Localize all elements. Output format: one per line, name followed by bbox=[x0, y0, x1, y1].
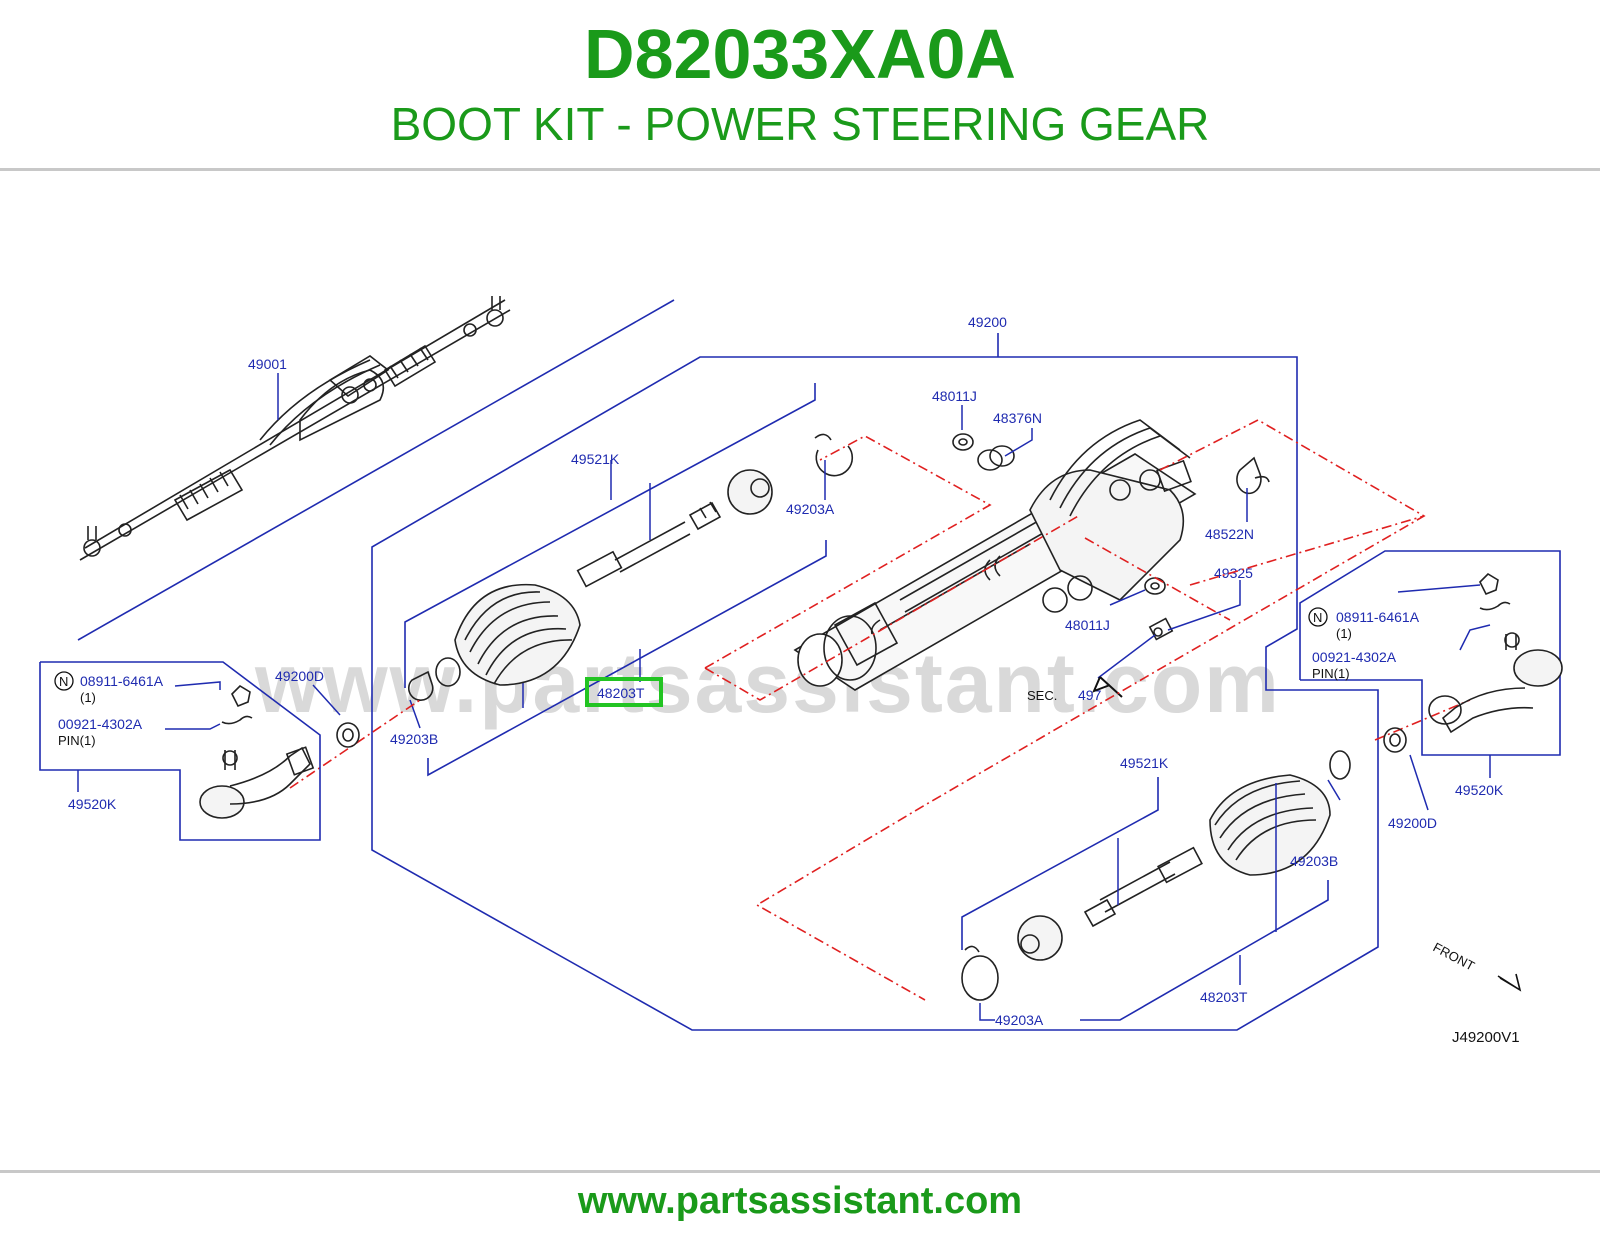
right-tie-rod-end-illustration bbox=[1428, 572, 1563, 734]
kit-48203t-left-bracket bbox=[427, 540, 827, 777]
callout-49203b-right[interactable]: 49203B bbox=[1290, 853, 1338, 869]
callout-48011j-mid[interactable]: 48011J bbox=[1065, 617, 1110, 633]
footer-url[interactable]: www.partsassistant.com bbox=[577, 1180, 1023, 1222]
part-title: BOOT KIT - POWER STEERING GEAR bbox=[390, 98, 1210, 150]
washer-48011j-mid-illustration bbox=[1144, 577, 1166, 595]
n-symbol-left: N bbox=[59, 674, 68, 689]
phantom-dashed-lines bbox=[289, 419, 1471, 1001]
highlight-48203t bbox=[585, 677, 663, 707]
footer-divider bbox=[0, 1170, 1600, 1173]
callout-49325[interactable]: 49325 bbox=[1214, 565, 1253, 581]
diagram-code: J49200V1 bbox=[1452, 1029, 1520, 1046]
right-pin-number[interactable]: 00921-4302A bbox=[1312, 649, 1397, 665]
right-nut-qty: (1) bbox=[1336, 626, 1352, 641]
right-boot-and-tie-rod-illustration bbox=[961, 750, 1351, 1001]
n-symbol-icon-left bbox=[54, 671, 74, 691]
callout-49200d-right[interactable]: 49200D bbox=[1388, 815, 1437, 831]
leader-49203b-right bbox=[1327, 779, 1341, 801]
front-arrow-icon bbox=[1497, 973, 1522, 992]
header-divider bbox=[0, 168, 1600, 171]
nut-49200d-right-illustration bbox=[1383, 727, 1407, 753]
left-pin-number[interactable]: 00921-4302A bbox=[58, 716, 143, 732]
kit-49520k-left-box bbox=[39, 661, 321, 841]
callout-48376n[interactable]: 48376N bbox=[993, 410, 1042, 426]
callout-48203t-right[interactable]: 48203T bbox=[1200, 989, 1248, 1005]
right-box-content: N 08911-6461A (1) 00921-4302A PIN(1) bbox=[1308, 584, 1491, 681]
callout-49203b-left[interactable]: 49203B bbox=[390, 731, 438, 747]
callout-49001[interactable]: 49001 bbox=[248, 356, 287, 372]
leader-48376n bbox=[1004, 428, 1033, 457]
leader-sec-ref bbox=[1097, 634, 1156, 679]
kit-49520k-right-box bbox=[1299, 550, 1561, 756]
callout-49520k-right[interactable]: 49520K bbox=[1455, 782, 1504, 798]
leader-49200d-right bbox=[1409, 754, 1429, 811]
callout-49200[interactable]: 49200 bbox=[968, 314, 1007, 330]
separator-line bbox=[77, 299, 675, 641]
callout-49521k-right[interactable]: 49521K bbox=[1120, 755, 1169, 771]
front-label: FRONT bbox=[1431, 939, 1478, 973]
steering-rack-assembly-illustration bbox=[79, 296, 511, 561]
clip-48522n-illustration bbox=[1236, 456, 1270, 495]
left-box-content: N 08911-6461A (1) 00921-4302A PIN(1) bbox=[54, 671, 221, 748]
left-nut-qty: (1) bbox=[80, 690, 96, 705]
leader-49203a-bottom bbox=[979, 1003, 995, 1021]
callout-49200d-left[interactable]: 49200D bbox=[275, 668, 324, 684]
n-symbol-right: N bbox=[1313, 610, 1322, 625]
left-pin-label: PIN(1) bbox=[58, 733, 96, 748]
left-boot-and-tie-rod-illustration bbox=[407, 433, 854, 701]
watermark-text: www.partsassistant.com bbox=[254, 636, 1281, 730]
callout-49521k-left[interactable]: 49521K bbox=[571, 451, 620, 467]
right-nut-number[interactable]: 08911-6461A bbox=[1336, 609, 1420, 625]
callout-48011j-top[interactable]: 48011J bbox=[932, 388, 977, 404]
nut-49200d-left-illustration bbox=[336, 722, 360, 748]
right-pin-label: PIN(1) bbox=[1312, 666, 1350, 681]
washer-48011j-top-illustration bbox=[952, 433, 974, 451]
gear-housing-illustration bbox=[793, 419, 1197, 691]
callout-49203a-bottom[interactable]: 49203A bbox=[995, 1012, 1044, 1028]
bushing-48376n-illustration bbox=[977, 445, 1015, 471]
callout-48522n[interactable]: 48522N bbox=[1205, 526, 1254, 542]
leader-49203b-left bbox=[409, 699, 421, 729]
kit-48203t-right-bracket bbox=[1080, 880, 1329, 1021]
part-number: D82033XA0A bbox=[584, 15, 1016, 93]
left-nut-number[interactable]: 08911-6461A bbox=[80, 673, 164, 689]
leader-49325 bbox=[1167, 580, 1241, 631]
kit-49200-outline bbox=[371, 333, 1379, 1031]
left-tie-rod-end-illustration bbox=[199, 684, 315, 819]
kit-49521k-right-bracket bbox=[961, 777, 1159, 950]
kit-49521k-left-bracket bbox=[404, 383, 816, 688]
callout-49203a-top[interactable]: 49203A bbox=[786, 501, 835, 517]
leader-48011j-mid bbox=[1109, 589, 1146, 606]
callout-49520k-left[interactable]: 49520K bbox=[68, 796, 117, 812]
sec-label: SEC. bbox=[1027, 688, 1057, 703]
callout-48203t-left[interactable]: 48203T bbox=[597, 685, 645, 701]
n-symbol-icon-right bbox=[1308, 607, 1328, 627]
fitting-49325-illustration bbox=[1148, 617, 1174, 641]
leader-49200d-left bbox=[312, 684, 341, 716]
